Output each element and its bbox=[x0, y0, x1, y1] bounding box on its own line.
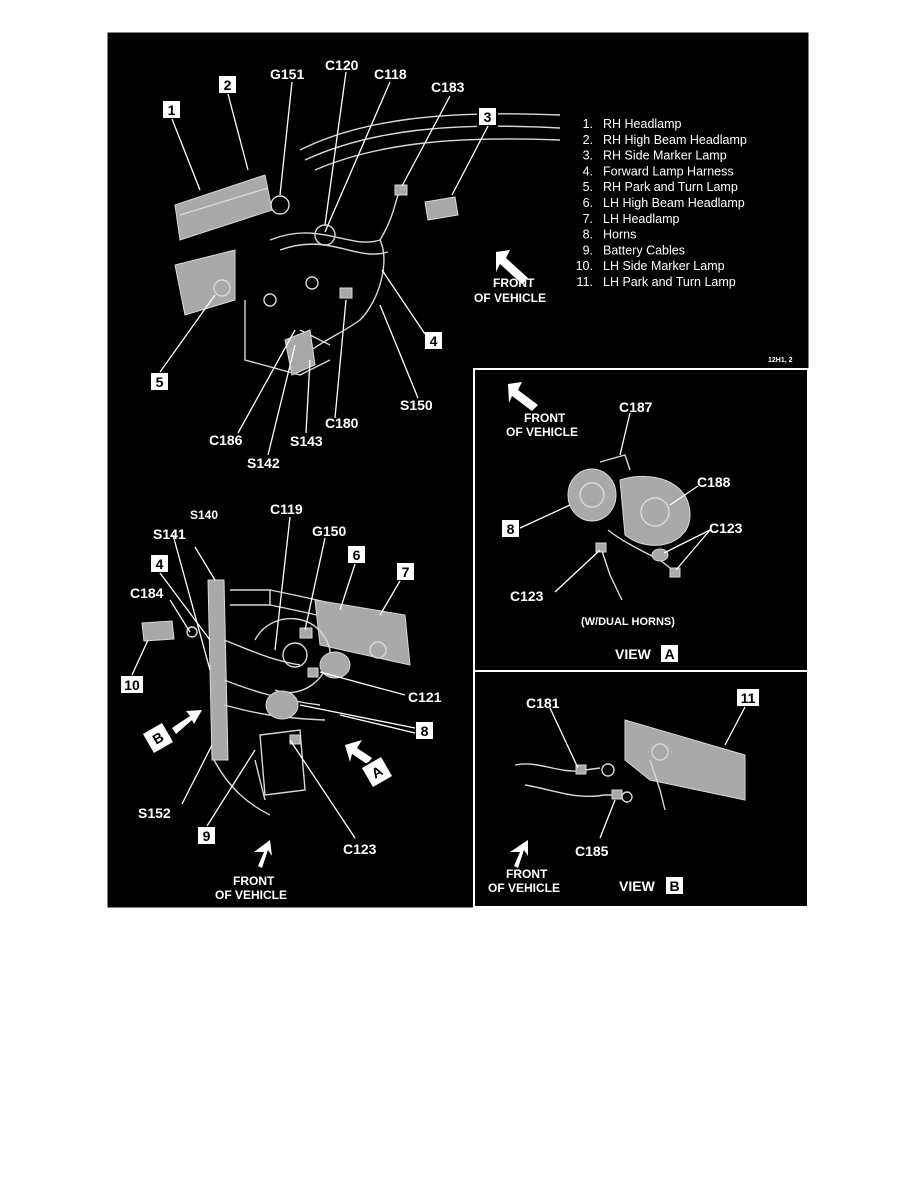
legend-number: 9. bbox=[583, 243, 593, 257]
view-b-letter: B bbox=[669, 878, 679, 894]
label-G151: G151 bbox=[270, 66, 304, 82]
view-b-panel-border bbox=[473, 670, 809, 908]
legend-item: LH Side Marker Lamp bbox=[603, 259, 725, 273]
legend-number: 1. bbox=[583, 117, 593, 131]
legend-number: 7. bbox=[583, 212, 593, 226]
callout-7: 7 bbox=[402, 564, 410, 580]
top-front-of-vehicle: FRONT OF VEHICLE bbox=[474, 250, 546, 305]
label-C183: C183 bbox=[431, 79, 465, 95]
label-C184: C184 bbox=[130, 585, 164, 601]
label-G150: G150 bbox=[312, 523, 346, 539]
callout-10: 10 bbox=[124, 677, 140, 693]
label-S140: S140 bbox=[190, 508, 218, 522]
view-a-title: VIEW bbox=[615, 646, 652, 662]
legend-item: LH High Beam Headlamp bbox=[603, 196, 745, 210]
label-S150: S150 bbox=[400, 397, 433, 413]
view-a-label-C187: C187 bbox=[619, 399, 653, 415]
top-front-label-1: FRONT bbox=[493, 276, 535, 290]
legend-number: 5. bbox=[583, 180, 593, 194]
bottom-view-artwork bbox=[141, 579, 411, 816]
view-a-label-C188: C188 bbox=[697, 474, 731, 490]
callout-2: 2 bbox=[224, 77, 232, 93]
label-C119: C119 bbox=[270, 501, 303, 517]
top-view-callouts: 1 2 3 4 5 bbox=[149, 74, 498, 392]
legend-number: 2. bbox=[583, 133, 593, 147]
top-front-label-2: OF VEHICLE bbox=[474, 291, 546, 305]
legend-item: RH Headlamp bbox=[603, 117, 682, 131]
legend-number: 8. bbox=[583, 228, 593, 242]
legend-item: Horns bbox=[603, 228, 636, 242]
callout-4: 4 bbox=[430, 333, 438, 349]
label-S142: S142 bbox=[247, 455, 280, 471]
figure-code: 12H1, 2 bbox=[768, 357, 793, 364]
legend-number: 4. bbox=[583, 164, 593, 178]
view-b-artwork: 11 C181 C185 FRONT OF VEHICLE VIEW B bbox=[488, 687, 761, 896]
bottom-front-label-1: FRONT bbox=[233, 874, 275, 888]
label-S152: S152 bbox=[138, 805, 171, 821]
view-b-label-C185: C185 bbox=[575, 843, 609, 859]
view-b-title: VIEW bbox=[619, 878, 656, 894]
top-view-leaders bbox=[159, 71, 489, 456]
legend-item: Forward Lamp Harness bbox=[603, 164, 734, 178]
view-b-callout-11: 11 bbox=[741, 690, 756, 706]
label-C121: C121 bbox=[408, 689, 442, 705]
legend-item: LH Headlamp bbox=[603, 212, 679, 226]
legend: 1. RH Headlamp 2. RH High Beam Headlamp 3. RH… bbox=[576, 117, 793, 364]
view-a-callout-8: 8 bbox=[507, 521, 515, 537]
legend-number: 6. bbox=[583, 196, 593, 210]
callout-9: 9 bbox=[203, 828, 211, 844]
callout-3: 3 bbox=[484, 109, 492, 125]
view-b-front-label-1: FRONT bbox=[506, 867, 548, 881]
bottom-view-callouts: 4 6 7 8 9 10 bbox=[119, 544, 435, 846]
legend-item: RH Side Marker Lamp bbox=[603, 149, 727, 163]
legend-number: 11. bbox=[577, 275, 593, 289]
view-a-letter: A bbox=[664, 646, 674, 662]
view-a-front-label-1: FRONT bbox=[524, 411, 566, 425]
view-a-label-C123-left: C123 bbox=[510, 588, 544, 604]
legend-number: 3. bbox=[583, 149, 593, 163]
view-a-artwork: FRONT OF VEHICLE 8 C187 C188 C123 C123 (… bbox=[500, 382, 743, 664]
view-a-note: (W/DUAL HORNS) bbox=[581, 616, 675, 628]
label-S141: S141 bbox=[153, 526, 186, 542]
legend-item: RH Park and Turn Lamp bbox=[603, 180, 738, 194]
view-b-marker: B bbox=[140, 710, 202, 756]
label-C120: C120 bbox=[325, 57, 359, 73]
view-b-label-C181: C181 bbox=[526, 695, 560, 711]
bottom-view-leaders bbox=[131, 516, 416, 839]
label-C118: C118 bbox=[374, 66, 407, 82]
label-C180: C180 bbox=[325, 415, 359, 431]
legend-item: RH High Beam Headlamp bbox=[603, 133, 747, 147]
label-S143: S143 bbox=[290, 433, 323, 449]
legend-number: 10. bbox=[576, 259, 593, 273]
bottom-view-connector-labels: S140 C119 G150 S141 C184 C121 S152 C123 bbox=[130, 501, 442, 857]
label-C186: C186 bbox=[209, 432, 243, 448]
callout-6: 6 bbox=[353, 547, 361, 563]
callout-5: 5 bbox=[156, 374, 164, 390]
top-view-connector-labels: G151 C120 C118 C183 C186 S142 S143 C180 … bbox=[209, 57, 465, 471]
callout-1: 1 bbox=[168, 102, 176, 118]
bottom-front-of-vehicle: FRONT OF VEHICLE bbox=[215, 840, 287, 902]
view-a-marker: A bbox=[345, 740, 395, 790]
legend-item: Battery Cables bbox=[603, 243, 685, 257]
callout-4-lower: 4 bbox=[156, 556, 164, 572]
legend-item: LH Park and Turn Lamp bbox=[603, 275, 736, 289]
label-C123-lower: C123 bbox=[343, 841, 377, 857]
view-a-label-C123-right: C123 bbox=[709, 520, 743, 536]
view-a-front-label-2: OF VEHICLE bbox=[506, 425, 578, 439]
callout-8: 8 bbox=[421, 723, 429, 739]
view-b-front-label-2: OF VEHICLE bbox=[488, 881, 560, 895]
bottom-front-label-2: OF VEHICLE bbox=[215, 888, 287, 902]
